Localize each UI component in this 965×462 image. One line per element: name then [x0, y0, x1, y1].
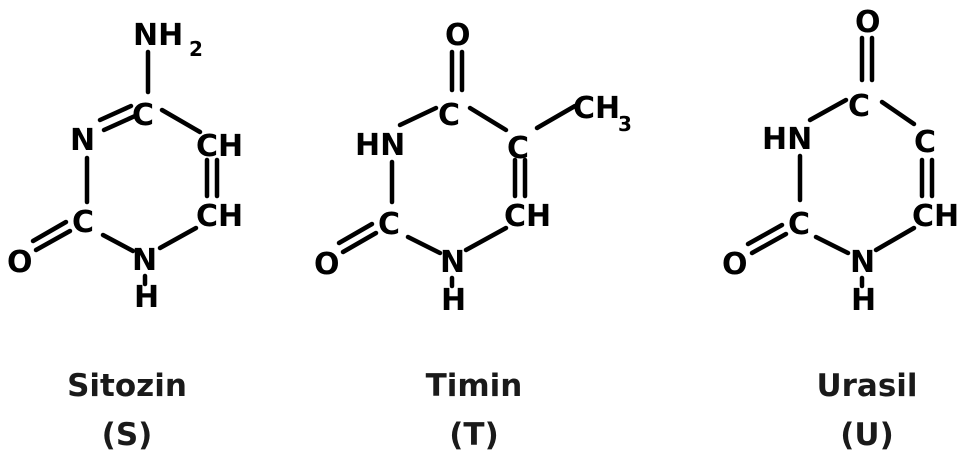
molecule-sitozin: NH 2 C N CH C CH O N H Sitozin (S) — [7, 18, 243, 453]
urasil-atom-c5: C — [914, 125, 936, 160]
sitozin-abbreviation: (S) — [102, 417, 153, 453]
bond-o2-c2-b — [336, 221, 375, 246]
urasil-atom-hn3: HN — [762, 122, 812, 157]
sitozin-atom-c2: C — [72, 205, 94, 240]
sitozin-name: Sitozin — [67, 368, 187, 404]
bond-c5-ch3 — [534, 103, 578, 131]
sitozin-atom-ch6: CH — [196, 199, 243, 234]
sitozin-atom-nh2-subscript: 2 — [189, 37, 203, 61]
urasil-atom-o4: O — [855, 5, 881, 40]
urasil-atom-h1: H — [851, 283, 876, 318]
sitozin-atom-o2: O — [7, 245, 33, 280]
timin-bonds — [336, 49, 578, 289]
bond-o2-c2-a — [749, 231, 789, 256]
timin-atom-c5: C — [507, 131, 529, 166]
bond-o2-c2-a — [33, 228, 73, 253]
urasil-atom-n1: N — [850, 245, 875, 280]
bond-c4-ch5 — [159, 107, 203, 135]
sitozin-atom-ch5: CH — [196, 129, 243, 164]
urasil-atom-c2: C — [788, 207, 810, 242]
bond-c4-c5 — [467, 105, 509, 133]
timin-atom-n1: N — [440, 245, 465, 280]
bond-n3-c4-double-a — [97, 103, 134, 123]
bond-c2-n1 — [813, 234, 851, 256]
bond-o2-c2-a — [340, 230, 379, 255]
timin-atom-hn3: HN — [355, 128, 405, 163]
urasil-atom-o2: O — [722, 247, 748, 282]
bond-n1-ch6 — [873, 225, 917, 253]
sitozin-atom-n3: N — [70, 123, 95, 158]
timin-atom-ch6: CH — [504, 199, 551, 234]
timin-atom-c2: C — [378, 207, 400, 242]
bond-n1-ch6 — [463, 225, 509, 253]
urasil-bonds — [745, 35, 935, 289]
bond-n1-ch6 — [157, 225, 199, 251]
timin-atom-o4: O — [445, 18, 471, 53]
bond-n3-c4-double-b — [101, 113, 138, 133]
sitozin-bonds — [30, 49, 220, 287]
sitozin-atom-c4: C — [132, 98, 154, 133]
bond-c2-n1 — [100, 232, 136, 254]
urasil-abbreviation: (U) — [840, 417, 894, 453]
timin-atom-o2: O — [314, 247, 340, 282]
bond-c4-c5 — [879, 99, 917, 127]
urasil-atom-c4: C — [848, 89, 870, 124]
bond-o2-c2-b — [745, 222, 785, 247]
timin-name: Timin — [426, 368, 523, 404]
timin-atom-h1: H — [441, 283, 466, 318]
bond-c2-n1 — [405, 234, 443, 256]
sitozin-atom-n1: N — [132, 243, 157, 278]
bond-hn3-c4 — [807, 97, 849, 123]
molecule-timin: O C HN C CH 3 C CH O N H Timin (T) — [314, 18, 632, 453]
timin-atom-ch3-subscript: 3 — [618, 112, 632, 136]
urasil-name: Urasil — [816, 368, 917, 404]
bond-hn3-c4 — [397, 105, 439, 128]
bond-o2-c2-b — [30, 219, 69, 244]
sitozin-atom-nh2: NH — [133, 18, 183, 53]
timin-atom-c4: C — [438, 98, 460, 133]
timin-atom-ch3: CH — [573, 91, 620, 126]
sitozin-atom-h1: H — [134, 280, 159, 315]
molecule-urasil: O C HN C C CH O N H Urasil (U) — [722, 5, 959, 453]
urasil-atom-ch6: CH — [912, 199, 959, 234]
timin-abbreviation: (T) — [449, 417, 498, 453]
